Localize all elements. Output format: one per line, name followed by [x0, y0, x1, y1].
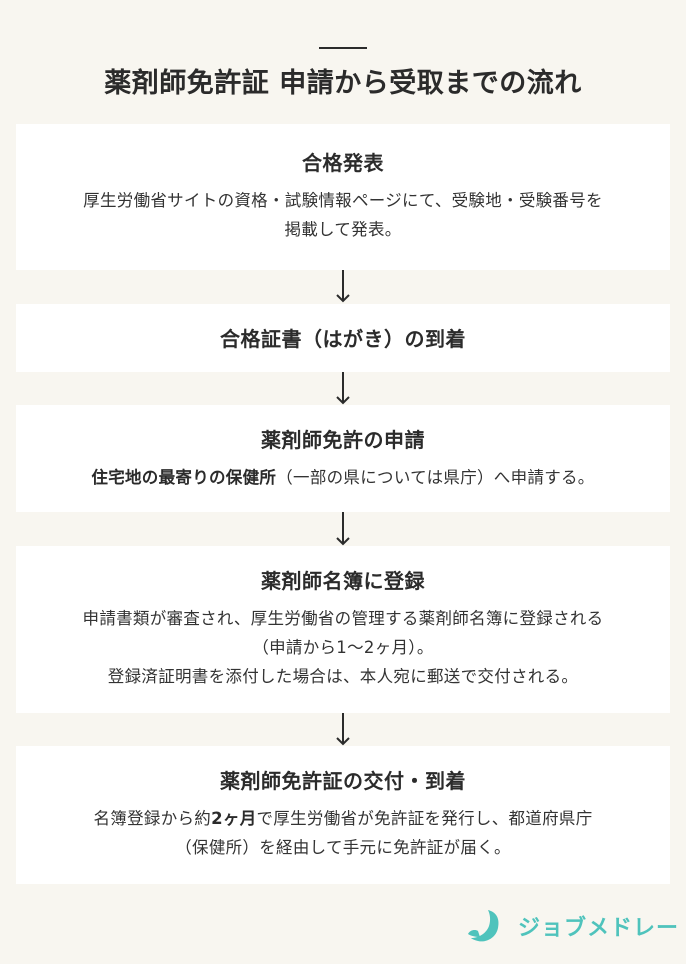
- desc-line: （保健所）を経由して手元に免許証が届く。: [175, 838, 511, 857]
- step-title: 薬剤師名簿に登録: [261, 569, 425, 593]
- step-license-application: 薬剤師免許の申請 住宅地の最寄りの保健所（一部の県については県庁）へ申請する。: [16, 405, 670, 512]
- desc-line: 登録済証明書を添付した場合は、本人宛に郵送で交付される。: [107, 667, 579, 686]
- desc-text: で厚生労働省が免許証を発行し、都道府県庁: [256, 809, 593, 828]
- down-arrow-icon: [336, 512, 350, 546]
- jobmedley-logo: ジョブメドレー: [466, 906, 679, 946]
- step-pass-announcement: 合格発表 厚生労働省サイトの資格・試験情報ページにて、受験地・受験番号を 掲載し…: [16, 124, 670, 270]
- step-title: 薬剤師免許の申請: [261, 428, 425, 452]
- desc-emphasis: 住宅地の最寄りの保健所: [91, 468, 277, 487]
- step-description: 申請書類が審査され、厚生労働省の管理する薬剤師名簿に登録される （申請から1～2…: [16, 604, 670, 691]
- logo-text: ジョブメドレー: [518, 916, 680, 941]
- jobmedley-logo-mark-icon: [468, 910, 499, 942]
- step-title: 薬剤師免許証の交付・到着: [220, 769, 466, 793]
- desc-line: 厚生労働省サイトの資格・試験情報ページにて、受験地・受験番号を: [83, 191, 603, 210]
- step-title: 合格証書（はがき）の到着: [220, 327, 466, 351]
- step-certificate-arrival: 合格証書（はがき）の到着: [16, 304, 670, 372]
- title-divider: [319, 47, 367, 49]
- down-arrow-icon: [336, 372, 350, 405]
- step-title: 合格発表: [302, 151, 384, 175]
- desc-text: 名簿登録から約: [93, 809, 212, 828]
- page-title: 薬剤師免許証 申請から受取までの流れ: [104, 68, 582, 99]
- desc-line: 申請書類が審査され、厚生労働省の管理する薬剤師名簿に登録される: [82, 609, 604, 628]
- desc-line: （申請から1～2ヶ月）。: [252, 638, 434, 657]
- desc-line: 掲載して発表。: [284, 220, 402, 239]
- down-arrow-icon: [336, 270, 350, 303]
- step-description: 厚生労働省サイトの資格・試験情報ページにて、受験地・受験番号を 掲載して発表。: [16, 186, 670, 244]
- desc-emphasis: 2ヶ月: [211, 809, 257, 828]
- desc-text: （一部の県については県庁）へ申請する。: [276, 468, 595, 487]
- step-license-delivery: 薬剤師免許証の交付・到着 名簿登録から約2ヶ月で厚生労働省が免許証を発行し、都道…: [16, 746, 670, 884]
- step-description: 名簿登録から約2ヶ月で厚生労働省が免許証を発行し、都道府県庁 （保健所）を経由し…: [16, 804, 670, 862]
- down-arrow-icon: [336, 713, 350, 746]
- step-description: 住宅地の最寄りの保健所（一部の県については県庁）へ申請する。: [16, 463, 670, 492]
- desc-line: 名簿登録から約2ヶ月で厚生労働省が免許証を発行し、都道府県庁: [16, 804, 670, 833]
- step-registry-registration: 薬剤師名簿に登録 申請書類が審査され、厚生労働省の管理する薬剤師名簿に登録される…: [16, 546, 670, 713]
